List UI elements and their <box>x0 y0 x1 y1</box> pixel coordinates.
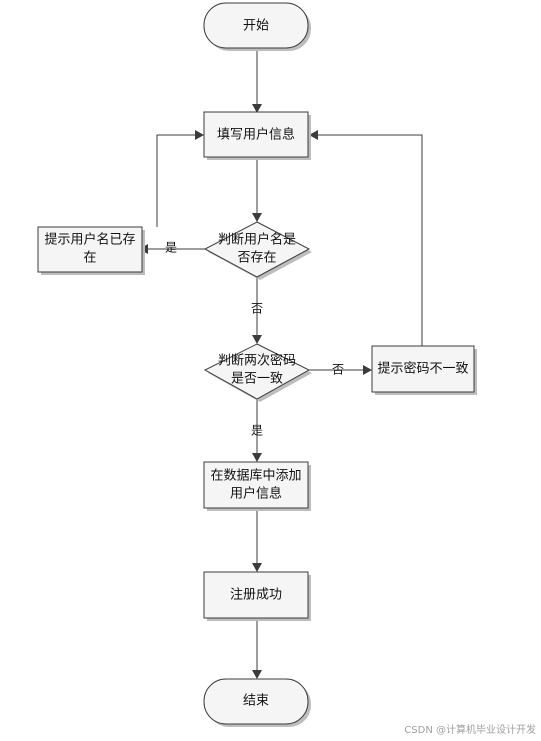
node-fill-info-label: 填写用户信息 <box>217 127 295 143</box>
node-check-pwd-line2: 是否一致 <box>231 372 283 387</box>
arrowhead <box>252 213 262 222</box>
node-check-name-line2: 否存在 <box>237 251 276 266</box>
node-name-exists: 提示用户名已存 在 <box>37 226 145 275</box>
watermark-text: CSDN @计算机毕业设计开发 <box>404 723 536 736</box>
arrowhead <box>309 130 318 140</box>
edge-exists-back-to-fill <box>156 134 195 227</box>
node-add-db: 在数据库中添加 用户信息 <box>203 461 311 511</box>
arrowhead <box>252 453 262 462</box>
node-add-db-line2: 用户信息 <box>230 486 282 502</box>
node-add-db-line1: 在数据库中添加 <box>210 468 301 484</box>
node-check-pwd-line1: 判断两次密码 <box>218 353 296 369</box>
edge-label-pwd-match-yes: 是 <box>251 424 263 438</box>
arrowhead <box>252 563 262 572</box>
node-check-pwd: 判断两次密码 是否一致 <box>203 343 312 402</box>
node-start: 开始 <box>203 2 311 51</box>
node-success: 注册成功 <box>203 571 311 621</box>
node-success-label: 注册成功 <box>230 588 282 603</box>
arrowhead <box>252 104 262 113</box>
node-end: 结束 <box>203 678 311 727</box>
node-start-label: 开始 <box>243 19 269 34</box>
node-name-exists-line1: 提示用户名已存 <box>44 232 135 248</box>
node-check-name: 判断用户名是 否存在 <box>203 221 312 280</box>
edge-label-name-not-exists-no: 否 <box>251 302 263 316</box>
node-name-exists-line2: 在 <box>83 251 96 266</box>
edge-mismatch-back-to-fill <box>318 134 423 346</box>
arrowhead <box>363 365 372 375</box>
arrowhead <box>195 130 204 140</box>
node-fill-info: 填写用户信息 <box>203 111 311 160</box>
edge-label-name-exists-yes: 是 <box>165 241 177 255</box>
node-pwd-mismatch: 提示密码不一致 <box>371 345 477 395</box>
node-end-label: 结束 <box>243 694 269 709</box>
node-pwd-mismatch-label: 提示密码不一致 <box>377 361 468 377</box>
node-check-name-line1: 判断用户名是 <box>218 232 296 248</box>
edge-label-pwd-mismatch-no: 否 <box>332 363 344 377</box>
arrowhead <box>252 670 262 679</box>
arrowhead <box>252 335 262 344</box>
